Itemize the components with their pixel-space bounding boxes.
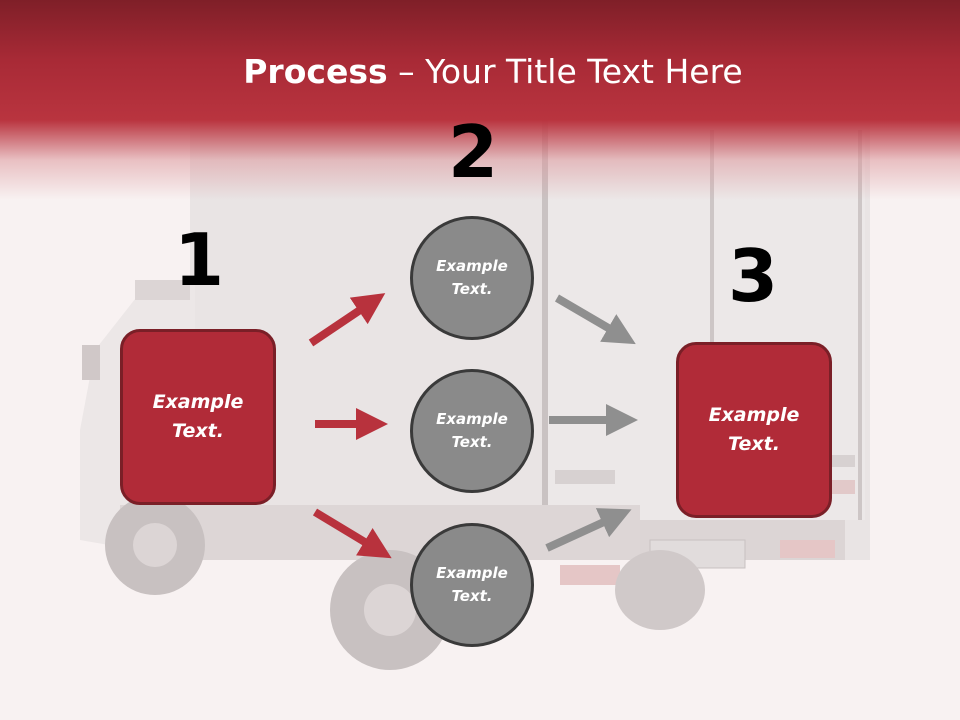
- title-rest: – Your Title Text Here: [387, 52, 743, 91]
- header-band: [0, 0, 960, 200]
- title-bold: Process: [243, 52, 388, 91]
- circle-middle-text: Example Text.: [436, 410, 508, 451]
- step-2-circle-middle: Example Text.: [410, 369, 534, 493]
- slide-title: Process – Your Title Text Here: [0, 52, 960, 91]
- step-3-box: Example Text.: [676, 342, 832, 518]
- arrow-1-to-bottom: [312, 508, 392, 559]
- step-number-3: 3: [727, 234, 779, 318]
- arrow-bottom-to-3: [545, 508, 632, 552]
- circle-top-text: Example Text.: [436, 257, 508, 298]
- step-3-box-text: Example Text.: [708, 404, 800, 455]
- arrow-top-to-3: [554, 294, 636, 345]
- circle-bottom-text: Example Text.: [436, 564, 508, 605]
- step-2-circle-top: Example Text.: [410, 216, 534, 340]
- step-1-box: Example Text.: [120, 329, 276, 505]
- step-1-box-text: Example Text.: [152, 391, 244, 442]
- arrow-1-to-top: [308, 293, 386, 347]
- step-number-2: 2: [447, 110, 499, 194]
- step-number-1: 1: [173, 218, 225, 302]
- step-2-circle-bottom: Example Text.: [410, 523, 534, 647]
